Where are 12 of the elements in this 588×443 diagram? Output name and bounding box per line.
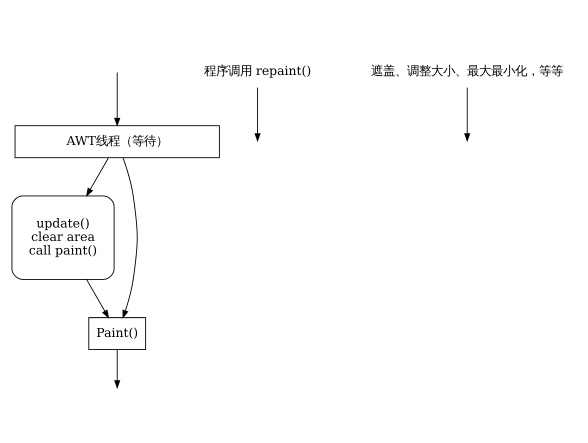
arrow bbox=[122, 156, 138, 318]
node-box: update() clear area call paint() bbox=[12, 194, 115, 280]
arrow bbox=[86, 278, 110, 318]
node-box: Paint() bbox=[88, 316, 146, 350]
arrow bbox=[464, 86, 470, 142]
arrow bbox=[254, 86, 261, 142]
arrow bbox=[114, 72, 120, 126]
node-box: AWT线程（等待） bbox=[14, 124, 220, 158]
node-text: 程序调用 repaint() bbox=[204, 62, 312, 78]
node-text: 遮盖、调整大小、最大最小化，等等 bbox=[371, 62, 564, 78]
arrow bbox=[114, 348, 120, 389]
arrow bbox=[86, 156, 109, 196]
